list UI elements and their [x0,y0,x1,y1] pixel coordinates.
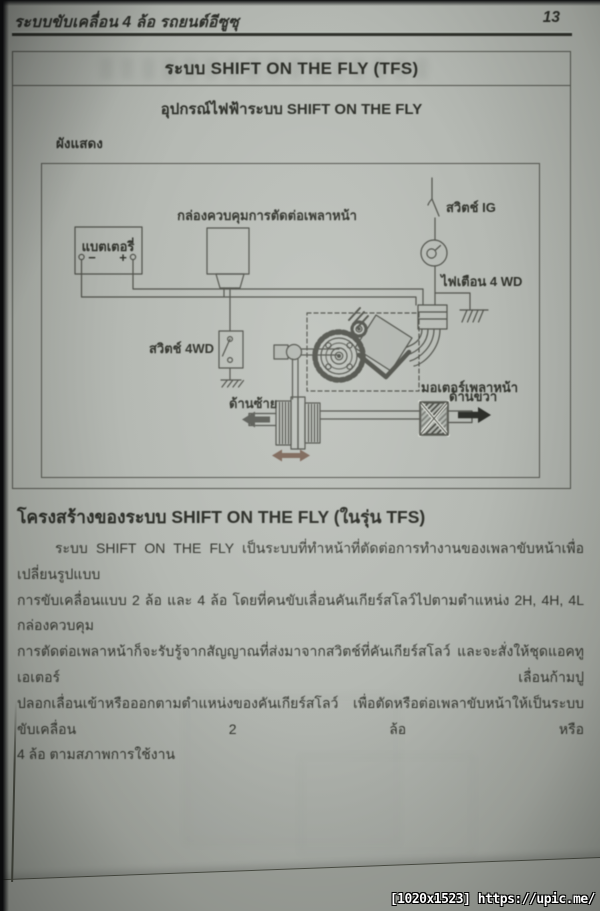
section-heading: โครงสร้างของระบบ SHIFT ON THE FLY (ในรุ่… [17,507,426,527]
section-subtitle: อุปกรณ์ไฟฟ้าระบบ SHIFT ON THE FLY [160,101,423,118]
warning-lamp-icon [420,239,448,306]
battery-label: แบตเตอรี่ [82,237,135,254]
gear-large-icon [312,329,366,383]
paragraph-line: การขับเคลื่อนแบบ 2 ล้อ และ 4 ล้อ โดยที่ค… [17,591,584,634]
paragraph-line: ปลอกเลื่อนเข้าหรือออกตามตำแหน่งของคันเกี… [17,694,584,737]
sliding-sleeve [275,396,321,450]
sleeve-slide-arrow [272,449,310,462]
warning-lamp-label: ไฟเตือน 4 WD [439,273,522,289]
battery-symbol [74,226,424,306]
wiring-diagram-frame: แบตเตอรี่ − + กล่องควบคุมการตัดต่อเพลาหน… [41,163,540,478]
wiring-diagram: แบตเตอรี่ − + กล่องควบคุมการตัดต่อเพลาหน… [74,177,522,462]
photo-edge-top [0,0,600,6]
right-side-label: ด้านขวา [449,389,497,404]
shift-fork [273,343,340,400]
battery-minus-label: − [88,250,96,265]
gear-small-icon [350,320,368,338]
control-box-label: กล่องควบคุมการตัดต่อเพลาหน้า [177,208,357,224]
motor-body [348,307,413,380]
ig-switch-symbol [427,177,440,241]
right-direction-arrow [458,407,491,423]
motor-label: มอเตอร์เพลาหน้า [421,380,518,395]
paragraph-line: การตัดต่อเพลาหน้าก็จะรับรู้จากสัญญาณที่ส… [17,643,584,685]
page-title: ระบบ SHIFT ON THE FLY (TFS) [13,52,570,86]
left-direction-arrow [242,411,270,428]
differential-joint [418,400,450,437]
photo-edge-left [0,0,9,911]
paragraph-line: 4 ล้อ ตามสภาพการใช้งาน [17,746,176,763]
ig-switch-label: สวิตช์ IG [446,200,496,215]
content-box: ระบบ SHIFT ON THE FLY (TFS) อุปกรณ์ไฟฟ้า… [12,51,571,489]
header-rule [12,33,572,36]
ground-icon [434,292,489,323]
control-box-symbol [206,227,250,332]
diagram-caption: ผังแสดง [56,136,103,151]
watermark: [1020x1523] https://upic.me/ [389,892,596,907]
body-paragraph: ระบบ SHIFT ON THE FLY เป็นระบบที่ทำหน้าท… [17,536,584,768]
page-number: 13 [542,9,560,26]
left-side-label: ด้านซ้าย [229,396,277,411]
battery-plus-label: + [119,250,127,265]
running-header: ระบบขับเคลื่อน 4 ล้อ รถยนต์อีซูซุ [14,14,239,31]
ground-icon [220,379,245,388]
connector-block [403,304,448,367]
switch-4wd-symbol [218,330,244,381]
switch-4wd-label: สวิตช์ 4WD [149,341,214,356]
paragraph-line: ระบบ SHIFT ON THE FLY เป็นระบบที่ทำหน้าท… [17,540,584,582]
